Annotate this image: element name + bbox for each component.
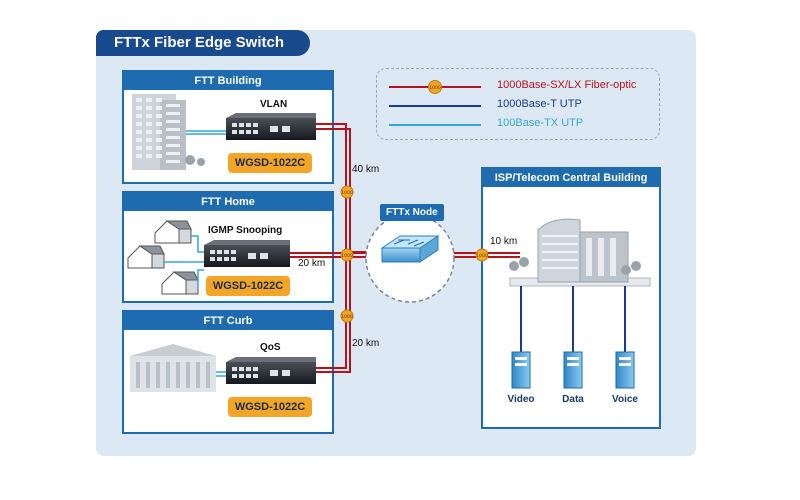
curb-building-icon [130,344,216,392]
distance-label-isp: 10 km [490,236,518,247]
feature-label-vlan: VLAN [260,99,288,110]
fiber-connector-icon: 1000 [340,248,354,262]
server-label-video: Video [507,394,535,405]
edge-switch-home-icon [204,240,290,267]
distance-label-home: 20 km [298,258,326,269]
fiber-connector-icon: 1000 [428,80,442,94]
isp-building-icon [509,218,651,287]
fiber-connector-icon: 1000 [340,309,354,323]
fttx-node-label: FTTx Node [380,204,444,221]
utp100-links [164,130,226,377]
legend-1000t-label: 1000Base-T UTP [497,98,582,110]
panel-title: ISP/Telecom Central Building [483,169,659,187]
model-badge-home: WGSD-1022C [206,276,290,296]
house-icon [154,220,192,244]
svg-text:1000: 1000 [341,190,353,196]
diagram-title: FTTx Fiber Edge Switch [96,30,310,56]
fttx-node-switch-icon [380,235,440,263]
svg-text:1000: 1000 [341,253,353,259]
legend-1000t: 1000Base-T UTP [389,97,649,115]
legend-fiber-label: 1000Base-SX/LX Fiber-optic [497,79,637,91]
legend-100tx-label: 100Base-TX UTP [497,117,584,129]
data-server-icon [563,351,583,389]
model-badge-building: WGSD-1022C [228,153,312,173]
legend: 1000 1000Base-SX/LX Fiber-optic 1000Base… [376,68,660,140]
video-server-icon [511,351,531,389]
svg-text:1000: 1000 [341,314,353,320]
voice-server-icon [615,351,635,389]
edge-switch-building-icon [226,113,316,140]
panel-title: FTT Curb [124,312,332,330]
panel-title: FTT Building [124,72,332,90]
feature-label-qos: QoS [260,342,281,353]
legend-fiber: 1000 1000Base-SX/LX Fiber-optic [389,78,649,96]
utp1000-line-swatch [389,105,481,107]
edge-switch-curb-icon [226,357,316,384]
fiber-connector-icon: 1000 [475,248,489,262]
utp1000-links [520,286,626,352]
utp100-line-swatch [389,124,481,126]
server-label-voice: Voice [612,394,638,405]
svg-text:1000: 1000 [429,85,441,91]
model-badge-curb: WGSD-1022C [228,397,312,417]
fiber-connector-icon: 1000 [340,185,354,199]
office-building-icon [132,94,205,170]
svg-text:1000: 1000 [476,253,488,259]
server-label-data: Data [562,394,584,405]
distance-label-building: 40 km [352,164,380,175]
panel-title: FTT Home [124,193,332,211]
legend-100tx: 100Base-TX UTP [389,116,649,134]
house-icon [161,271,199,295]
distance-label-curb: 20 km [352,338,380,349]
house-icon [127,245,165,269]
feature-label-igmp: IGMP Snooping [208,225,283,236]
